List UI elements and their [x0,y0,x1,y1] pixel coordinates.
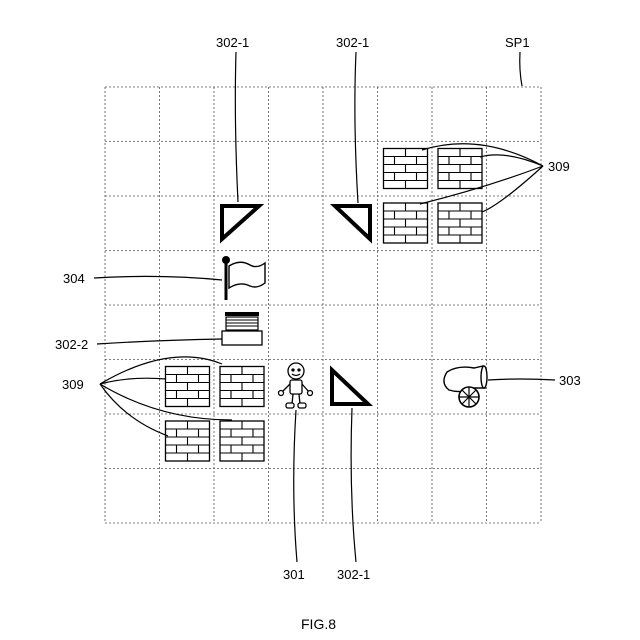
brick-block [384,203,428,243]
label-302-1-bottom: 302-1 [337,567,370,582]
sheet-label-leader [520,52,522,86]
cannon-icon [444,366,487,407]
leader-303 [488,379,555,380]
label-302-1-top-middle: 302-1 [336,35,369,50]
triangle-object-top-left [222,206,259,239]
brick-block [166,421,210,461]
brick-block [438,149,482,189]
triangle-object-top-middle [335,206,370,239]
sheet-label: SP1 [505,35,530,50]
label-304: 304 [63,271,85,286]
brick-block [384,149,428,189]
label-303: 303 [559,373,581,388]
brick-block [220,421,264,461]
label-309-left: 309 [62,377,84,392]
brick-block [438,203,482,243]
leader-302-1-bottom [351,408,356,562]
flag-icon [222,256,265,300]
figure-caption: FIG.8 [301,616,336,632]
leader-302-1-top-middle [355,52,358,203]
label-302-2: 302-2 [55,337,88,352]
leader-301 [294,410,297,562]
stack-icon [222,312,262,345]
label-309-right: 309 [548,159,570,174]
leader-304 [94,276,222,280]
leader-302-1-top-left [235,52,238,202]
brick-block [220,367,264,407]
triangle-object-bottom [332,370,368,404]
label-302-1-top-left: 302-1 [216,35,249,50]
label-301: 301 [283,567,305,582]
brick-block [166,367,210,407]
character-icon [279,363,313,408]
